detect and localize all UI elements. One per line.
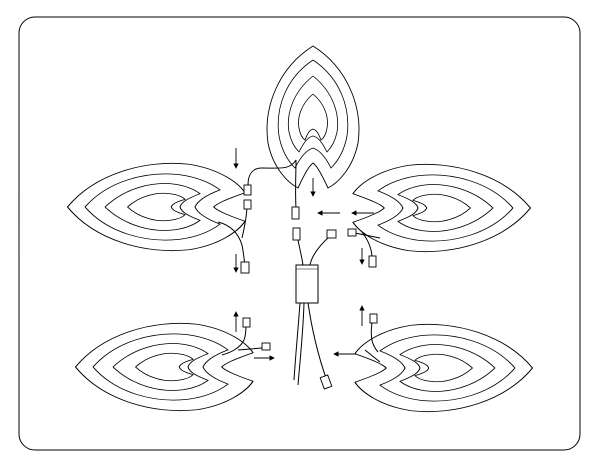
control-box [295, 264, 319, 304]
connector-plugs [240, 184, 378, 390]
direction-arrows [233, 148, 374, 361]
